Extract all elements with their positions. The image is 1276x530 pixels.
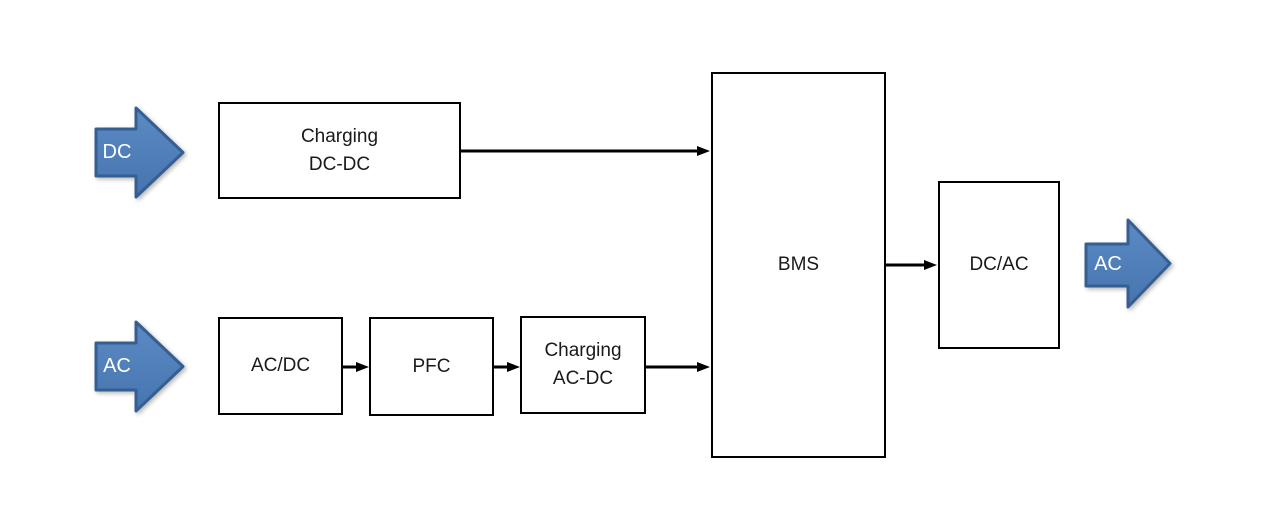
block-charging-acdc: Charging AC-DC [520, 316, 646, 414]
dc-input-arrow-shape [94, 106, 185, 199]
dc-input-label: DC [102, 140, 132, 163]
ac-output-arrow-shape [1084, 218, 1172, 309]
block-bms: BMS [711, 72, 886, 458]
block-dcac: DC/AC [938, 181, 1060, 349]
dc-input-arrow-icon [94, 106, 185, 199]
ac-input-arrow-shape [94, 320, 185, 413]
arrowhead-bms-dcac-icon [924, 260, 937, 270]
block-acdc: AC/DC [218, 317, 343, 415]
ac-output-label: AC [1094, 252, 1122, 275]
block-pfc: PFC [369, 317, 494, 416]
arrowhead-pfc-chargingacdc-icon [507, 362, 520, 372]
arrowhead-chargingdcdc-bms-icon [697, 146, 710, 156]
ac-output-arrow-icon [1084, 218, 1172, 309]
ac-input-arrow-icon [94, 320, 185, 413]
ac-input-label: AC [103, 354, 131, 377]
arrowhead-chargingacdc-bms-icon [697, 362, 710, 372]
block-charging-dcdc: Charging DC-DC [218, 102, 461, 199]
arrowhead-acdc-pfc-icon [356, 362, 369, 372]
